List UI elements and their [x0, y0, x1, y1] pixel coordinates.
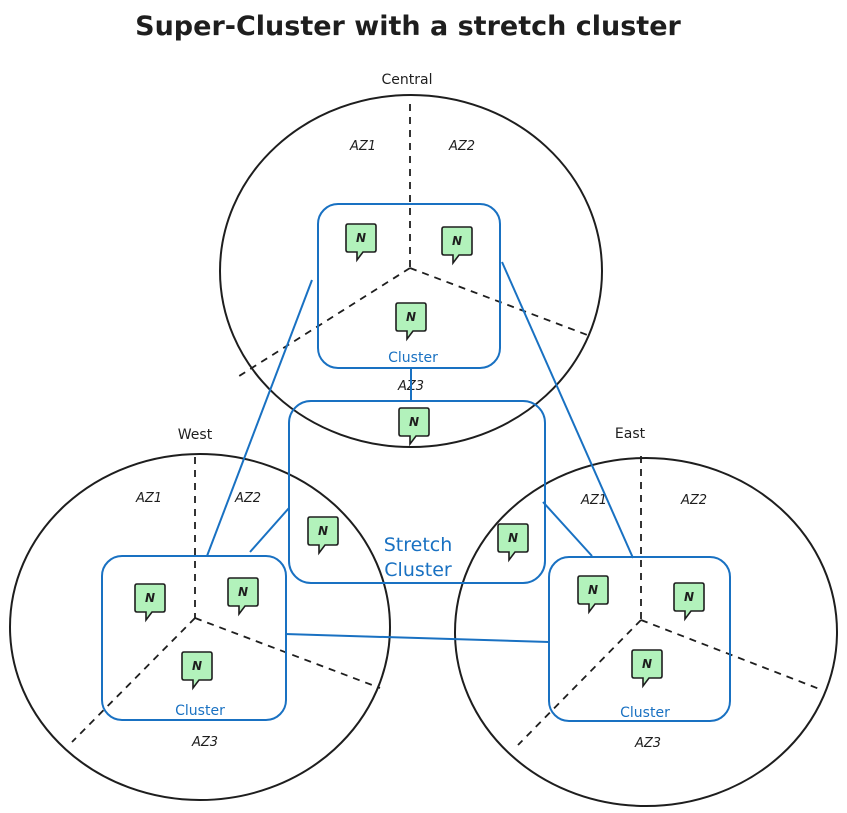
west-az1-label: AZ1 — [135, 491, 162, 506]
east-az-divider-right — [640, 619, 823, 691]
node-label: N — [406, 310, 416, 324]
node-label: N — [684, 590, 694, 604]
central-node-1: N — [345, 223, 377, 261]
node-label: N — [145, 591, 155, 605]
west-node-2: N — [227, 577, 259, 615]
east-node-1: N — [577, 575, 609, 613]
east-cluster: Cluster — [548, 556, 731, 722]
link-central-west — [206, 279, 313, 557]
node-label: N — [588, 583, 598, 597]
west-az2-label: AZ2 — [234, 491, 261, 506]
link-stretch-east — [542, 501, 593, 557]
east-az3-label: AZ3 — [634, 736, 661, 751]
link-stretch-west — [249, 507, 290, 553]
stretch-cluster-label-line1: Stretch — [384, 534, 453, 556]
west-cluster-box — [101, 555, 287, 721]
region-west-name: West — [178, 427, 213, 443]
region-east: East AZ1 AZ2 AZ3 — [454, 426, 838, 807]
east-cluster-label: Cluster — [620, 705, 670, 721]
cluster-links — [206, 261, 634, 643]
central-az1-label: AZ1 — [349, 139, 376, 154]
node-label: N — [192, 659, 202, 673]
west-node-1: N — [134, 583, 166, 621]
node-label: N — [508, 531, 518, 545]
node-label: N — [642, 657, 652, 671]
node-label: N — [409, 415, 419, 429]
central-az-divider-left — [235, 267, 411, 379]
west-node-3: N — [181, 651, 213, 689]
east-node-2: N — [673, 582, 705, 620]
stretch-cluster-box — [288, 400, 546, 584]
region-central-circle — [219, 94, 603, 448]
west-cluster: Cluster — [101, 555, 287, 721]
diagram-title: Super-Cluster with a stretch cluster — [135, 11, 681, 42]
nodes: N N N N N N N N N N N N — [134, 223, 705, 689]
west-az-divider-right — [194, 617, 381, 689]
stretch-cluster: Stretch Cluster — [288, 400, 546, 584]
stretch-node-2: N — [307, 516, 339, 554]
node-label: N — [452, 234, 462, 248]
east-az2-label: AZ2 — [680, 493, 707, 508]
node-label: N — [238, 585, 248, 599]
east-cluster-box — [548, 556, 731, 722]
region-central-name: Central — [382, 72, 433, 88]
region-east-circle — [454, 457, 838, 807]
central-node-2: N — [441, 226, 473, 264]
central-cluster: Cluster — [317, 203, 501, 369]
west-cluster-label: Cluster — [175, 703, 225, 719]
central-node-3: N — [395, 302, 427, 340]
node-label: N — [318, 524, 328, 538]
east-az1-label: AZ1 — [580, 493, 607, 508]
west-az3-label: AZ3 — [191, 735, 218, 750]
link-central-east — [501, 261, 634, 559]
east-node-3: N — [631, 649, 663, 687]
central-cluster-label: Cluster — [388, 350, 438, 366]
east-az-divider-left — [517, 619, 642, 746]
link-west-east — [284, 633, 550, 643]
region-west: West AZ1 AZ2 AZ3 — [9, 427, 391, 801]
central-cluster-box — [317, 203, 501, 369]
region-west-circle — [9, 453, 391, 801]
stretch-node-3: N — [497, 523, 529, 561]
stretch-node-1: N — [398, 407, 430, 445]
node-label: N — [356, 231, 366, 245]
central-az2-label: AZ2 — [448, 139, 475, 154]
stretch-cluster-label-line2: Cluster — [384, 559, 452, 581]
region-east-name: East — [615, 426, 646, 442]
west-az-divider-left — [71, 617, 196, 743]
